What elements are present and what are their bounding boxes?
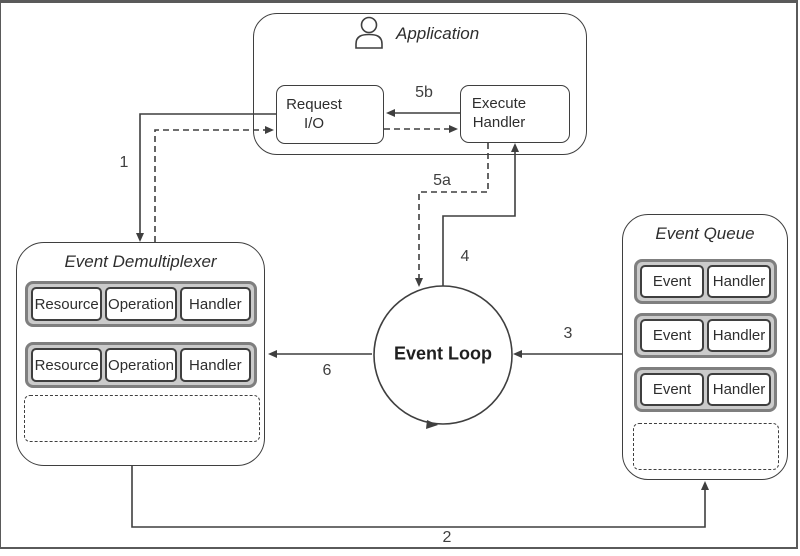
handler-cell: Handler bbox=[707, 265, 771, 298]
arrow-2-line bbox=[131, 466, 706, 528]
arrow-5a-head bbox=[415, 278, 423, 287]
event-demultiplexer-box: Event Demultiplexer Resource Operation H… bbox=[16, 242, 265, 466]
event-cell: Event bbox=[640, 319, 704, 352]
arrow-request-to-execute-head bbox=[449, 125, 458, 133]
queue-row: Event Handler bbox=[634, 313, 777, 358]
step-label-6: 6 bbox=[322, 362, 332, 379]
application-title: Application bbox=[396, 24, 480, 43]
handler-cell: Handler bbox=[179, 287, 251, 321]
arrow-6-head bbox=[268, 350, 277, 358]
step-label-2: 2 bbox=[442, 529, 452, 546]
demux-row: Resource Operation Handler bbox=[25, 342, 257, 388]
demux-row: Resource Operation Handler bbox=[25, 281, 257, 327]
event-demultiplexer-title: Event Demultiplexer bbox=[64, 252, 217, 271]
step-label-3: 3 bbox=[563, 325, 573, 342]
execute-handler-box: Execute Handler bbox=[460, 85, 570, 143]
arrow-1-head bbox=[136, 233, 144, 242]
event-cell: Event bbox=[640, 265, 704, 298]
arrow-5b-head bbox=[386, 109, 395, 117]
step-label-5b: 5b bbox=[415, 84, 433, 101]
request-io-box: Request I/O bbox=[276, 85, 384, 144]
arrow-5a-line bbox=[418, 143, 489, 279]
step-label-5a: 5a bbox=[433, 172, 451, 189]
event-queue-title: Event Queue bbox=[655, 224, 755, 243]
arrow-3-head bbox=[513, 350, 522, 358]
arrow-1-line bbox=[139, 113, 276, 234]
arrow-demux-to-request-dashed bbox=[154, 129, 266, 242]
operation-cell: Operation bbox=[105, 348, 177, 382]
execute-handler-label: Execute Handler bbox=[471, 95, 527, 131]
step-label-4: 4 bbox=[460, 248, 470, 265]
arrow-2-head bbox=[701, 481, 709, 490]
handler-cell: Handler bbox=[179, 348, 251, 382]
arrow-4-line bbox=[442, 151, 516, 286]
queue-empty-slot bbox=[633, 423, 779, 470]
request-io-label: Request I/O bbox=[286, 95, 342, 132]
arrow-4-head bbox=[511, 143, 519, 152]
handler-cell: Handler bbox=[707, 373, 771, 406]
step-label-1: 1 bbox=[119, 154, 129, 171]
event-loop-circle bbox=[373, 285, 513, 425]
event-queue-box: Event Queue Event Handler Event Handler … bbox=[622, 214, 788, 480]
operation-cell: Operation bbox=[105, 287, 177, 321]
event-cell: Event bbox=[640, 373, 704, 406]
person-icon bbox=[355, 16, 383, 49]
handler-cell: Handler bbox=[707, 319, 771, 352]
queue-row: Event Handler bbox=[634, 259, 777, 304]
resource-cell: Resource bbox=[31, 287, 103, 321]
event-loop-label: Event Loop bbox=[394, 343, 492, 364]
application-box bbox=[253, 13, 587, 155]
demux-empty-slot bbox=[24, 395, 260, 442]
queue-row: Event Handler bbox=[634, 367, 777, 412]
resource-cell: Resource bbox=[31, 348, 103, 382]
event-loop-rotation-head bbox=[426, 420, 438, 429]
